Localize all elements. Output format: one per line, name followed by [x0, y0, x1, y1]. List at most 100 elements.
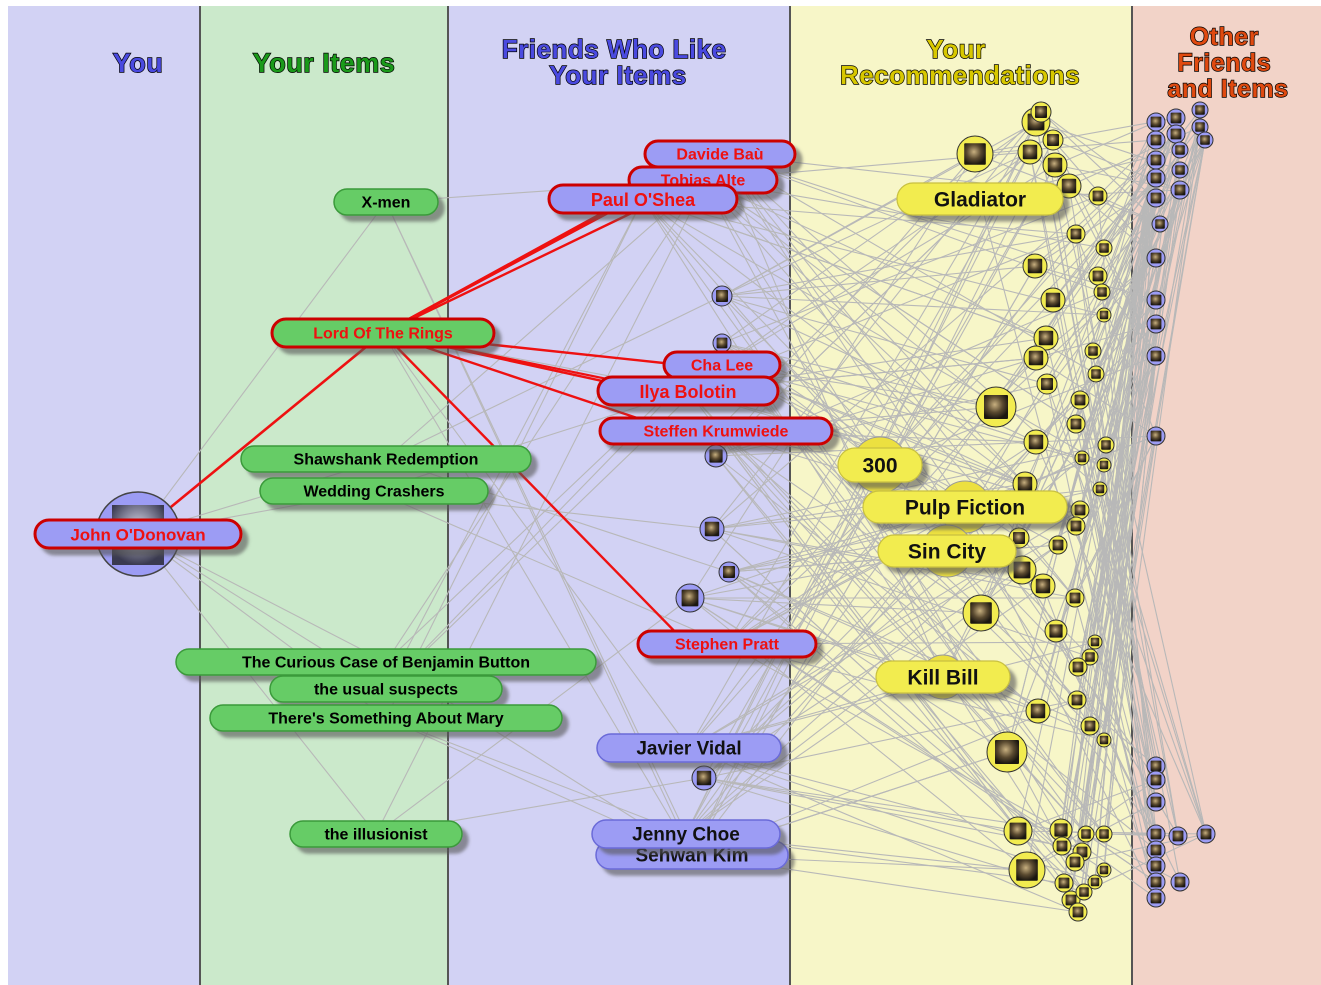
- item-thumbnail[interactable]: [1084, 342, 1102, 360]
- item-thumbnail[interactable]: [1074, 450, 1090, 466]
- recommendation-label-kill[interactable]: Kill Bill: [875, 660, 1011, 694]
- item-thumbnail[interactable]: [1065, 588, 1085, 608]
- item-thumbnail[interactable]: [986, 731, 1028, 773]
- item-thumbnail[interactable]: [1068, 657, 1088, 677]
- item-thumbnail[interactable]: [1096, 732, 1112, 748]
- item-thumbnail[interactable]: [1067, 690, 1087, 710]
- item-thumbnail[interactable]: [1087, 365, 1105, 383]
- item-thumbnail[interactable]: [1017, 139, 1043, 165]
- item-thumbnail[interactable]: [1040, 287, 1066, 313]
- item-thumbnail[interactable]: [1088, 266, 1108, 286]
- item-thumbnail[interactable]: [1066, 516, 1086, 536]
- friend-node-davide[interactable]: Davide Baù: [643, 139, 797, 169]
- item-thumbnail[interactable]: [1146, 130, 1166, 150]
- item-thumbnail[interactable]: [1008, 851, 1046, 889]
- item-thumbnail[interactable]: [1075, 883, 1093, 901]
- item-thumbnail[interactable]: [1146, 290, 1166, 310]
- item-thumbnail[interactable]: [1166, 124, 1186, 144]
- friend-node-javier[interactable]: Javier Vidal: [596, 733, 782, 763]
- item-thumbnail[interactable]: [1146, 770, 1166, 790]
- item-thumbnail[interactable]: [1146, 168, 1166, 188]
- item-thumbnail[interactable]: [1052, 836, 1072, 856]
- item-thumbnail[interactable]: [1088, 186, 1108, 206]
- item-thumbnail[interactable]: [1191, 101, 1209, 119]
- item-thumbnail[interactable]: [1196, 824, 1216, 844]
- item-node-lotr[interactable]: Lord Of The Rings: [270, 317, 496, 349]
- item-thumbnail[interactable]: [1096, 457, 1112, 473]
- item-thumbnail[interactable]: [1146, 856, 1166, 876]
- item-thumbnail[interactable]: [1096, 307, 1112, 323]
- item-thumbnail[interactable]: [1146, 792, 1166, 812]
- item-thumbnail[interactable]: [1048, 535, 1068, 555]
- item-thumbnail[interactable]: [1081, 648, 1099, 666]
- item-thumbnail[interactable]: [1146, 756, 1166, 776]
- item-thumbnail[interactable]: [1168, 826, 1188, 846]
- item-thumbnail[interactable]: [1056, 173, 1082, 199]
- recommendation-label-glad[interactable]: Gladiator: [896, 182, 1064, 216]
- item-thumbnail[interactable]: [1065, 852, 1085, 872]
- item-thumbnail[interactable]: [1146, 150, 1166, 170]
- item-thumbnail[interactable]: [1022, 253, 1048, 279]
- item-thumbnail[interactable]: [1070, 390, 1090, 410]
- item-thumbnail[interactable]: [962, 594, 1000, 632]
- item-node-mary[interactable]: There's Something About Mary: [209, 704, 563, 732]
- item-thumbnail[interactable]: [1044, 619, 1068, 643]
- item-node-illus[interactable]: the illusionist: [289, 820, 463, 848]
- item-thumbnail[interactable]: [1146, 248, 1166, 268]
- item-thumbnail[interactable]: [718, 561, 740, 583]
- item-thumbnail[interactable]: [1097, 436, 1115, 454]
- item-thumbnail[interactable]: [1087, 874, 1103, 890]
- friend-node-paul[interactable]: Paul O'Shea: [547, 183, 739, 215]
- item-thumbnail[interactable]: [1080, 716, 1100, 736]
- item-thumbnail[interactable]: [1030, 573, 1056, 599]
- item-thumbnail[interactable]: [1146, 840, 1166, 860]
- friend-node-cha[interactable]: Cha Lee: [662, 350, 782, 380]
- item-thumbnail[interactable]: [1146, 346, 1166, 366]
- item-thumbnail[interactable]: [1171, 141, 1189, 159]
- item-thumbnail[interactable]: [675, 583, 705, 613]
- item-thumbnail[interactable]: [1170, 872, 1190, 892]
- item-thumbnail[interactable]: [1077, 825, 1095, 843]
- item-thumbnail[interactable]: [956, 135, 994, 173]
- item-thumbnail[interactable]: [1042, 152, 1068, 178]
- item-thumbnail[interactable]: [1007, 555, 1037, 585]
- item-thumbnail[interactable]: [1191, 118, 1209, 136]
- item-node-wed[interactable]: Wedding Crashers: [259, 477, 489, 505]
- recommendation-label-300[interactable]: 300: [837, 447, 923, 483]
- item-thumbnail[interactable]: [1023, 429, 1049, 455]
- item-node-curious[interactable]: The Curious Case of Benjamin Button: [175, 648, 597, 676]
- friend-node-steffen[interactable]: Steffen Krumwiede: [598, 416, 834, 446]
- recommendation-label-sin[interactable]: Sin City: [877, 534, 1017, 568]
- item-thumbnail[interactable]: [1070, 500, 1090, 520]
- item-thumbnail[interactable]: [1095, 239, 1113, 257]
- friend-node-ilya[interactable]: Ilya Bolotin: [596, 375, 780, 407]
- item-thumbnail[interactable]: [1146, 188, 1166, 208]
- item-thumbnail[interactable]: [1068, 902, 1088, 922]
- item-thumbnail[interactable]: [1146, 888, 1166, 908]
- item-thumbnail[interactable]: [1166, 108, 1186, 128]
- item-thumbnail[interactable]: [1146, 314, 1166, 334]
- item-thumbnail[interactable]: [691, 765, 717, 791]
- item-thumbnail[interactable]: [1003, 816, 1033, 846]
- item-thumbnail[interactable]: [1023, 345, 1049, 371]
- item-thumbnail[interactable]: [1012, 471, 1038, 497]
- item-thumbnail[interactable]: [1151, 215, 1169, 233]
- item-thumbnail[interactable]: [1146, 112, 1166, 132]
- item-thumbnail[interactable]: [1066, 414, 1086, 434]
- friend-node-jenny[interactable]: Jenny Choe: [591, 819, 781, 849]
- item-thumbnail[interactable]: [1146, 872, 1166, 892]
- item-thumbnail[interactable]: [1025, 698, 1051, 724]
- item-thumbnail[interactable]: [975, 386, 1017, 428]
- item-thumbnail[interactable]: [1036, 373, 1058, 395]
- item-thumbnail[interactable]: [1196, 131, 1214, 149]
- item-thumbnail[interactable]: [1171, 161, 1189, 179]
- friend-node-stephen[interactable]: Stephen Pratt: [636, 629, 818, 659]
- item-thumbnail[interactable]: [1096, 862, 1112, 878]
- recommendation-label-pulp[interactable]: Pulp Fiction: [862, 490, 1068, 524]
- item-thumbnail[interactable]: [1146, 426, 1166, 446]
- item-thumbnail[interactable]: [1146, 824, 1166, 844]
- item-thumbnail[interactable]: [1030, 101, 1052, 123]
- item-node-usual[interactable]: the usual suspects: [269, 675, 503, 703]
- item-thumbnail[interactable]: [1095, 825, 1113, 843]
- item-thumbnail[interactable]: [704, 444, 728, 468]
